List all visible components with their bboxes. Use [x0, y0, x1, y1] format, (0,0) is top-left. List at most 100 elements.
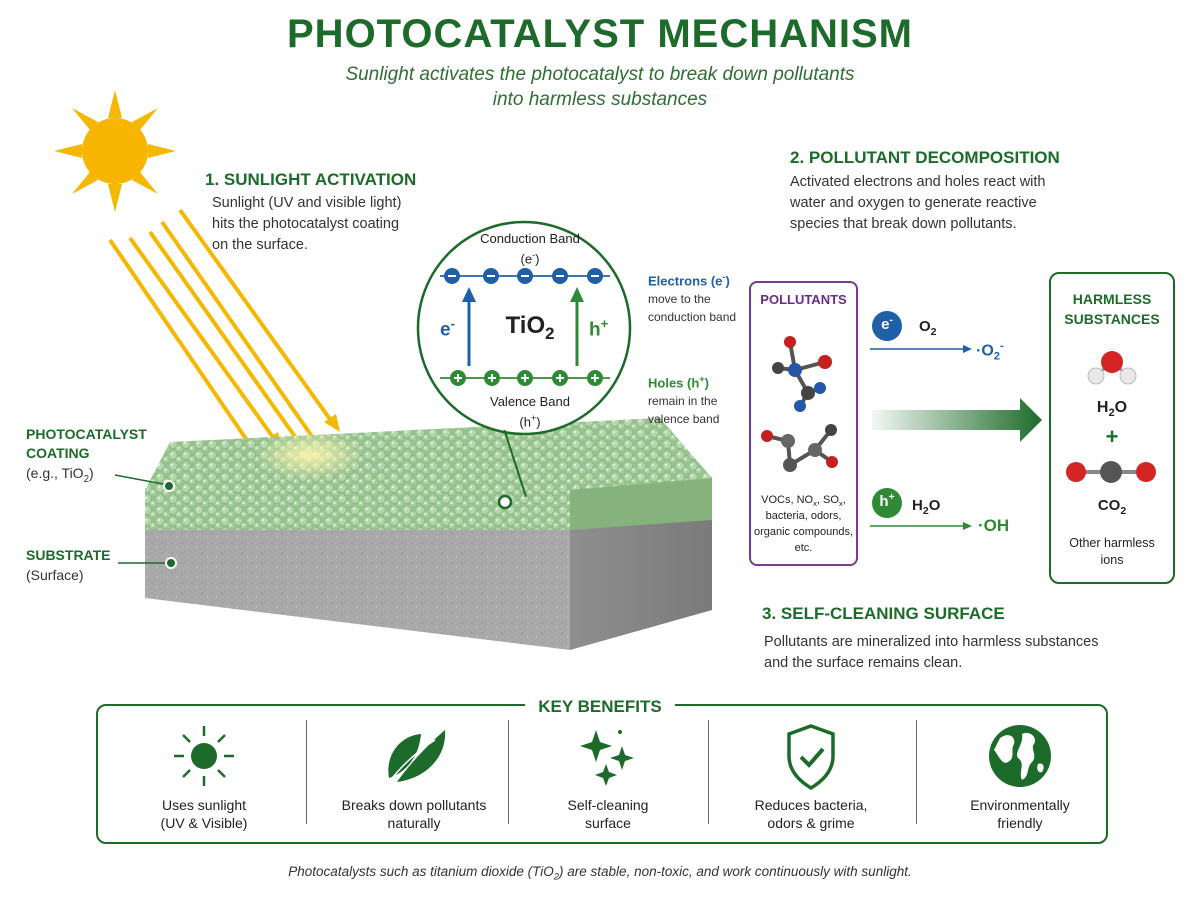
superoxide-radical-label: ·O2-: [976, 340, 1004, 363]
valence-band-symbol: (h+): [519, 413, 541, 430]
step1-title: 1. SUNLIGHT ACTIVATION: [205, 170, 417, 189]
step1-line-1: Sunlight (UV and visible light): [212, 195, 402, 211]
pollutants-title: POLLUTANTS: [760, 292, 847, 307]
page-subtitle: Sunlight activates the photocatalyst to …: [200, 62, 1000, 112]
substrate-label: SUBSTRATE: [26, 547, 111, 563]
conduction-symbol: e: [524, 251, 533, 267]
coating-label-line-1: PHOTOCATALYST: [26, 426, 147, 442]
benefit-label-line-2: odors & grime: [767, 815, 855, 831]
oxygen-sub: 2: [930, 326, 937, 338]
water-reactant-label: H2O: [912, 497, 940, 517]
benefit-divider: [508, 720, 509, 824]
step3-line-2: and the surface remains clean.: [764, 655, 963, 671]
hole-symbol: h: [589, 319, 601, 341]
co2-product-label: CO2: [1049, 497, 1175, 517]
step2-description: Activated electrons and holes react with…: [790, 172, 1090, 235]
coating-example: (e.g., TiO2): [26, 464, 94, 489]
holes-note-title: Holes (h+): [648, 374, 709, 390]
substrate-description: (Surface): [26, 567, 84, 583]
electrons-title-prefix: Electrons (e: [648, 273, 723, 289]
benefit-divider: [306, 720, 307, 824]
leaf-icon: [388, 730, 446, 783]
coating-example-prefix: (e.g., TiO: [26, 465, 84, 481]
pollutants-nox-sub: x: [813, 499, 817, 509]
subtitle-line-1: Sunlight activates the photocatalyst to …: [345, 64, 855, 85]
material-name: TiO: [505, 312, 546, 339]
harmless-title-line-1: HARMLESS: [1072, 291, 1152, 307]
electron-symbol: e: [440, 319, 451, 341]
pollutants-sox: , SO: [816, 494, 839, 506]
step1-description: Sunlight (UV and visible light) hits the…: [212, 193, 432, 256]
electrons-title-suffix: ): [725, 273, 730, 289]
band-diagram: [416, 220, 632, 510]
footer-sub: 2: [553, 871, 560, 883]
hole-sup: +: [600, 316, 609, 331]
pollutants-box: [749, 281, 858, 566]
hole-badge-circle: [872, 488, 902, 518]
other-ions-line-2: ions: [1100, 553, 1124, 567]
pollutants-comma: ,: [842, 494, 846, 506]
electron-badge-circle: [872, 311, 902, 341]
pollutants-vocs-nox: VOCs, NO: [761, 494, 814, 506]
step3-line-1: Pollutants are mineralized into harmless…: [764, 634, 1099, 650]
step3-description: Pollutants are mineralized into harmless…: [764, 632, 1144, 674]
holes-title-sup: +: [699, 374, 705, 384]
coating-example-sub: 2: [83, 473, 90, 485]
step2-line-2: water and oxygen to generate reactive: [790, 195, 1037, 211]
electrons-note-line-1: move to the: [648, 292, 711, 306]
benefit-label-line-1: Environmentally: [970, 797, 1070, 813]
pollutant-molecules: [761, 336, 838, 472]
step1-line-3: on the surface.: [212, 237, 308, 253]
reaction-arrows: [870, 311, 1042, 530]
step2-title: 2. POLLUTANT DECOMPOSITION: [790, 148, 1060, 167]
plus-sign: +: [1105, 424, 1119, 449]
sun-icon: [54, 90, 176, 212]
key-benefits-title: KEY BENEFITS: [525, 697, 675, 717]
benefit-breaks-down-pollutants: Breaks down pollutants naturally: [319, 796, 509, 832]
footer-prefix: Photocatalysts such as titanium dioxide …: [288, 864, 554, 879]
electrons-title-sup: -: [722, 272, 726, 282]
hole-badge: h+: [877, 491, 897, 510]
benefit-reduces-bacteria: Reduces bacteria, odors & grime: [716, 796, 906, 832]
other-ions-line-1: Other harmless: [1069, 536, 1155, 550]
benefit-label-line-1: Self-cleaning: [567, 797, 649, 813]
water-product-h: H: [1096, 399, 1109, 416]
conduction-band-label: Conduction Band: [480, 231, 580, 246]
globe-icon: [989, 725, 1051, 787]
electron-arrow-label: e-: [440, 316, 455, 341]
superoxide-sup: -: [1000, 340, 1004, 352]
hole-arrow-label: h+: [589, 316, 608, 341]
step1-line-2: hits the photocatalyst coating: [212, 216, 400, 232]
benefit-label-line-2: friendly: [997, 815, 1043, 831]
hole-badge-sup: +: [888, 491, 895, 503]
electron-badge-symbol: e: [881, 316, 890, 333]
benefit-label-line-2: surface: [585, 815, 631, 831]
benefit-divider: [708, 720, 709, 824]
step3-title: 3. SELF-CLEANING SURFACE: [762, 604, 1005, 623]
benefit-label-line-1: Reduces bacteria,: [754, 797, 868, 813]
oxygen-symbol: O: [919, 318, 931, 335]
page-title: PHOTOCATALYST MECHANISM: [287, 12, 913, 56]
benefit-label-line-2: (UV & Visible): [160, 815, 248, 831]
coating-label-line-2: COATING: [26, 445, 90, 461]
benefit-uses-sunlight: Uses sunlight (UV & Visible): [109, 796, 299, 832]
electrons-note-title: Electrons (e-): [648, 272, 730, 288]
superoxide-symbol: O: [981, 342, 994, 360]
valence-symbol: h: [523, 414, 531, 430]
benefit-self-cleaning: Self-cleaning surface: [513, 796, 703, 832]
conduction-band-symbol: (e-): [520, 250, 540, 267]
holes-title-prefix: Holes (h: [648, 375, 700, 391]
footer-note: Photocatalysts such as titanium dioxide …: [0, 864, 1200, 883]
subtitle-line-2: into harmless substances: [492, 89, 708, 110]
pollutants-sox-sub: x: [838, 499, 843, 509]
material-sub: 2: [545, 323, 555, 343]
benefit-environmentally-friendly: Environmentally friendly: [925, 796, 1115, 832]
benefit-label-line-1: Uses sunlight: [161, 797, 247, 813]
water-o: O: [928, 497, 941, 514]
conduction-symbol-sup: -: [532, 250, 536, 260]
water-product-o: O: [1114, 399, 1128, 416]
shield-check-icon: [787, 724, 835, 791]
holes-title-suffix: ): [704, 375, 709, 391]
hydroxyl-radical-label: ·OH: [978, 516, 1010, 535]
